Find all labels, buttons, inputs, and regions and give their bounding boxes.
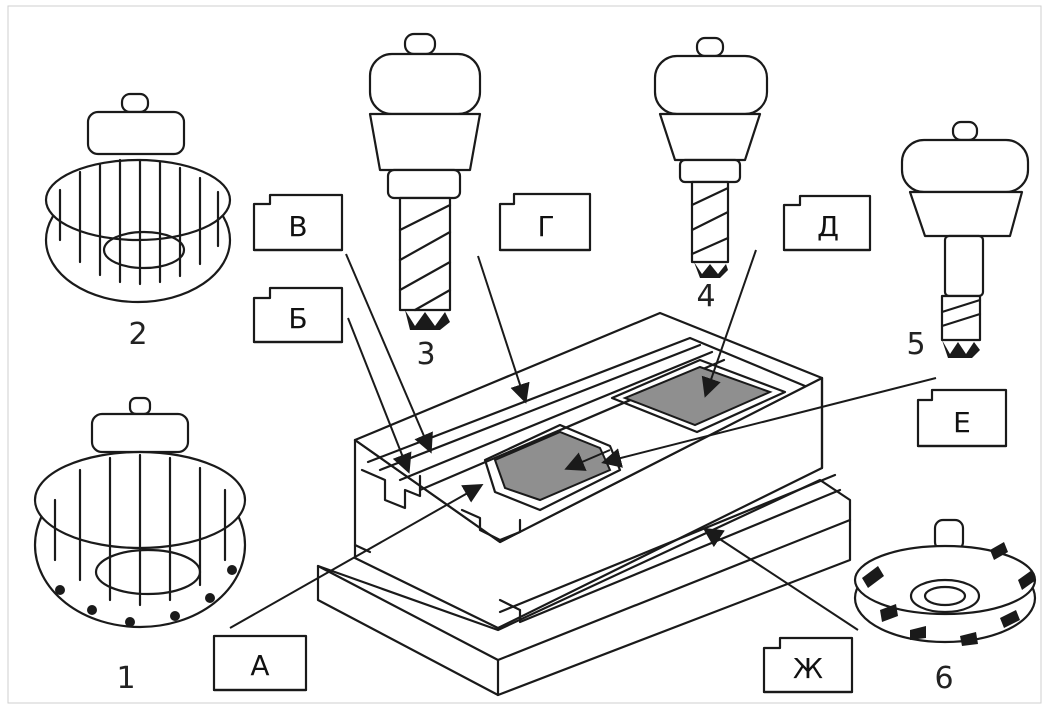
tool-number-3: 3 xyxy=(416,337,435,372)
tool-number-6: 6 xyxy=(934,661,953,696)
label-box-Zh: Ж xyxy=(764,638,852,692)
tool-number-2: 2 xyxy=(128,317,147,352)
tool-1-face-mill-icon xyxy=(35,398,245,627)
surface-label-E: Е xyxy=(953,406,971,439)
workpiece-block xyxy=(318,313,850,695)
surface-label-G: Г xyxy=(537,210,554,243)
label-box-V: В xyxy=(254,195,342,250)
label-box-G: Г xyxy=(500,194,590,250)
surface-label-D: Д xyxy=(817,210,839,243)
tool-2-disc-cutter-icon xyxy=(46,94,230,302)
tool-number-4: 4 xyxy=(696,279,715,314)
tool-number-1: 1 xyxy=(116,661,135,696)
tool-3-end-mill-icon xyxy=(370,34,480,330)
label-box-A: А xyxy=(214,636,306,690)
label-box-E: Е xyxy=(918,390,1006,446)
tool-6-slotting-cutter-icon xyxy=(855,520,1036,646)
tool-number-5: 5 xyxy=(906,327,925,362)
tool-5-small-end-mill-icon xyxy=(902,122,1028,358)
surface-label-B: Б xyxy=(288,302,307,335)
surface-label-A: А xyxy=(250,649,269,682)
surface-label-V: В xyxy=(288,210,307,243)
label-box-D: Д xyxy=(784,196,870,250)
surface-label-Zh: Ж xyxy=(793,652,823,685)
tool-4-end-mill-icon xyxy=(655,38,767,278)
label-box-B: Б xyxy=(254,288,342,342)
